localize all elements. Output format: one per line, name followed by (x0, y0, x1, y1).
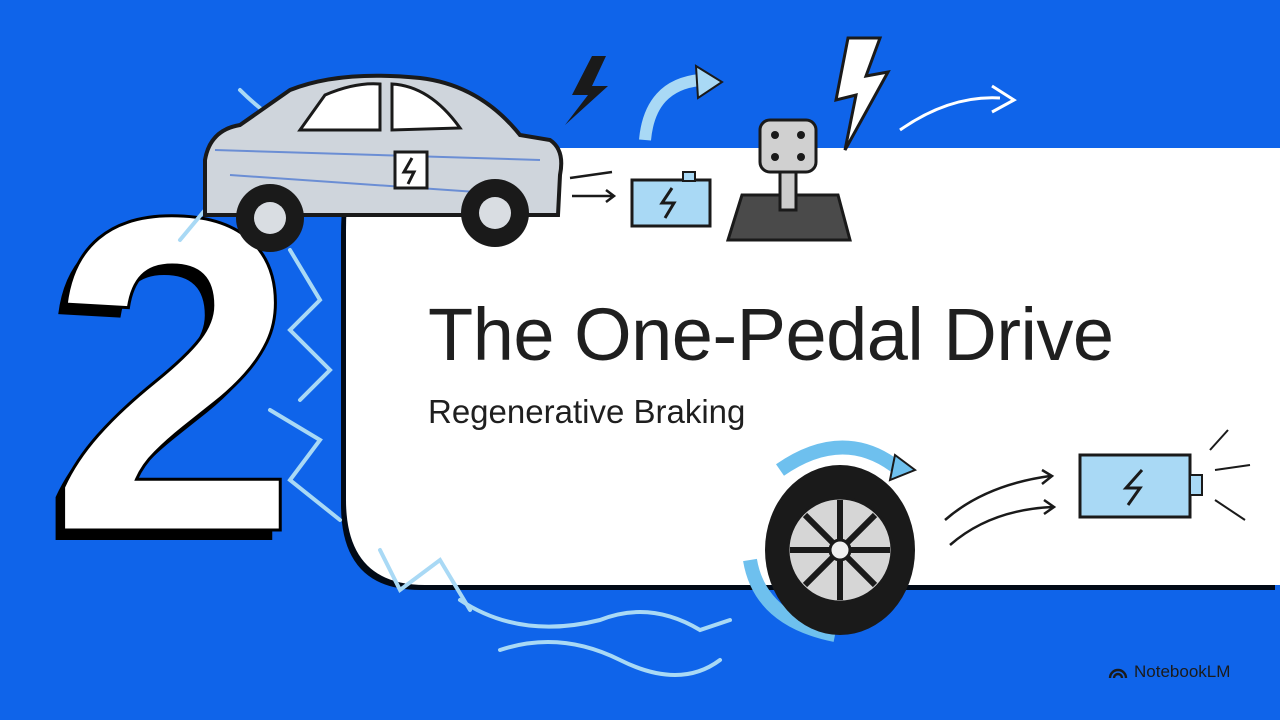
wheel-icon (743, 440, 918, 642)
notebooklm-logo-icon (1108, 668, 1128, 679)
battery-icon (1078, 429, 1251, 521)
energy-flow-icon (178, 88, 732, 677)
notebooklm-branding: NotebookLM (1108, 660, 1230, 684)
slide-title: The One-Pedal Drive (428, 293, 1114, 376)
pedal-icon (725, 118, 852, 242)
energy-flow-icon (944, 468, 1057, 546)
electric-car-icon (203, 73, 564, 252)
brand-name: NotebookLM (1134, 662, 1231, 681)
lightning-icon (565, 36, 891, 151)
arrow-icon (569, 170, 617, 203)
battery-icon (630, 171, 712, 228)
arrow-icon (639, 64, 1017, 141)
slide-subtitle: Regenerative Braking (428, 393, 746, 430)
